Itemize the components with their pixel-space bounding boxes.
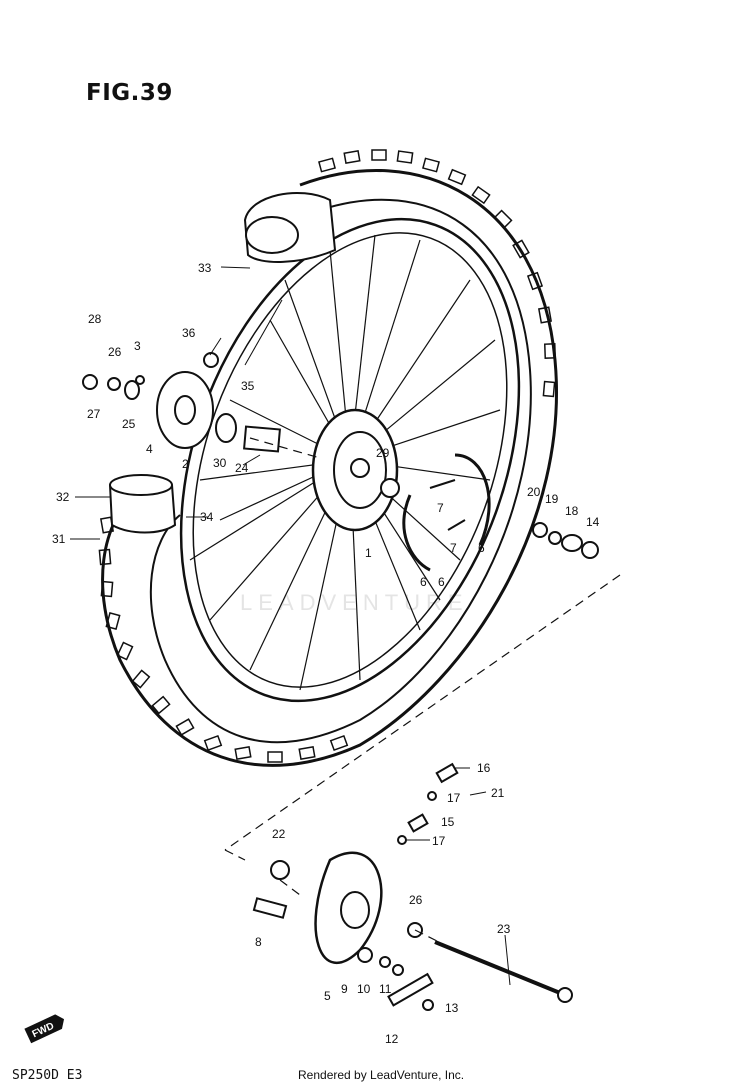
callout-9: 9 xyxy=(341,982,348,996)
rim-band-part xyxy=(109,474,177,534)
callout-6-b: 6 xyxy=(420,575,427,589)
callout-7-a: 7 xyxy=(437,501,444,515)
callout-29: 29 xyxy=(376,446,390,460)
callout-17-b: 17 xyxy=(432,834,446,848)
callout-6-c: 6 xyxy=(438,575,445,589)
callout-4: 4 xyxy=(146,442,153,456)
callout-14: 14 xyxy=(586,515,600,529)
callout-28: 28 xyxy=(88,312,102,326)
callout-13: 13 xyxy=(445,1001,459,1015)
callout-numbers: 28 26 3 27 25 4 2 36 35 30 24 33 32 31 3… xyxy=(52,261,600,1046)
callout-8: 8 xyxy=(255,935,262,949)
leader-lines xyxy=(70,266,511,986)
alignment-dashed-lines xyxy=(224,437,621,946)
callout-36: 36 xyxy=(182,326,196,340)
callout-23: 23 xyxy=(497,922,511,936)
callout-19: 19 xyxy=(545,492,559,506)
callout-26-b: 26 xyxy=(409,893,423,907)
axle-side-small-parts xyxy=(82,352,281,453)
callout-34: 34 xyxy=(200,510,214,524)
callout-15: 15 xyxy=(441,815,455,829)
tire xyxy=(98,149,558,767)
render-credit: Rendered by LeadVenture, Inc. xyxy=(298,1068,465,1082)
right-side-small-parts xyxy=(532,522,599,559)
callout-24: 24 xyxy=(235,461,249,475)
callout-11: 11 xyxy=(379,982,392,996)
callout-32: 32 xyxy=(56,490,70,504)
callout-25: 25 xyxy=(122,417,136,431)
figure-title: FIG.39 xyxy=(86,80,173,106)
forward-direction-tag: FWD xyxy=(24,1014,65,1044)
callout-10: 10 xyxy=(357,982,371,996)
callout-22: 22 xyxy=(272,827,286,841)
callout-3: 3 xyxy=(134,339,141,353)
callout-35: 35 xyxy=(241,379,255,393)
watermark: LEADVENTURE xyxy=(240,590,469,615)
callout-21: 21 xyxy=(491,786,505,800)
callout-33: 33 xyxy=(198,261,212,275)
hub xyxy=(311,408,400,532)
brake-panel xyxy=(252,762,573,1011)
callout-5: 5 xyxy=(324,989,331,1003)
callout-1: 1 xyxy=(365,546,372,560)
callout-2: 2 xyxy=(182,457,189,471)
model-code: SP250D E3 xyxy=(12,1068,83,1083)
callout-12: 12 xyxy=(385,1032,399,1046)
callout-26-a: 26 xyxy=(108,345,122,359)
callout-18: 18 xyxy=(565,504,579,518)
brake-shoes xyxy=(402,453,491,572)
inner-tube-part xyxy=(243,192,337,263)
callout-27: 27 xyxy=(87,407,101,421)
callout-16: 16 xyxy=(477,761,491,775)
callout-31: 31 xyxy=(52,532,66,546)
callout-17-a: 17 xyxy=(447,791,461,805)
callout-7-b: 7 xyxy=(450,541,457,555)
callout-30: 30 xyxy=(213,456,227,470)
callout-20: 20 xyxy=(527,485,541,499)
callout-6-a: 6 xyxy=(478,541,485,555)
